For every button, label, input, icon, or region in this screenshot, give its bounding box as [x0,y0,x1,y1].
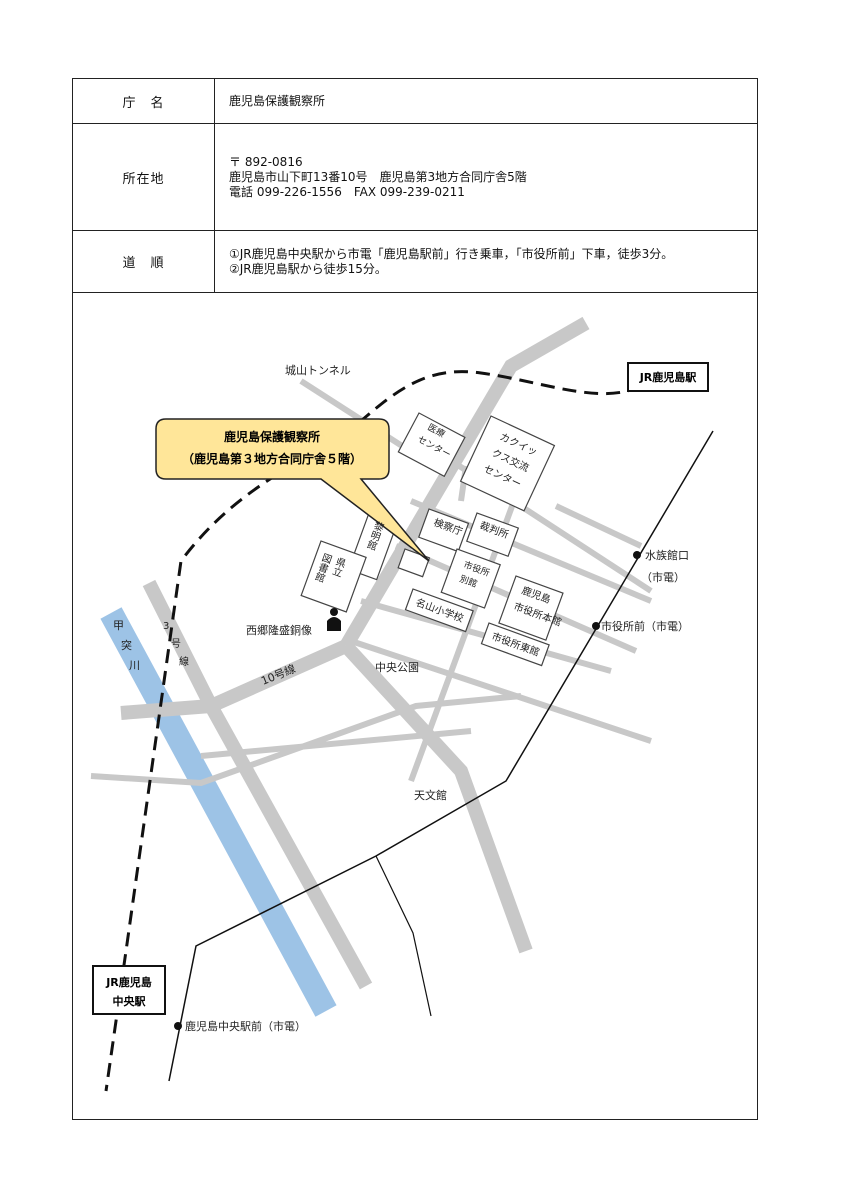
kakuikkusu-box [459,415,556,512]
medical-center-box [397,412,466,478]
office-building-box [397,548,431,578]
annex-box [440,548,501,609]
info-map-frame: 庁 名 鹿児島保護観察所 所在地 〒 892-0816 鹿児島市山下町13番10… [72,78,758,1120]
jr-railway [104,370,642,1092]
jr-chuo-label-2: 中央駅 [113,994,146,1008]
phone-fax: 電話 099-226-1556 FAX 099-239-0211 [229,184,465,199]
jr-chuo-label-1: JR鹿児島 [105,975,152,989]
city-hall-main-box [498,575,564,641]
chuo-park-label: 中央公園 [375,661,419,674]
main-road-north [339,316,590,650]
suizokukan-stop-sub-label: （市電） [641,570,685,584]
address-value: 〒 892-0816 鹿児島市山下町13番10号 鹿児島第3地方合同庁舎5階 電… [229,124,749,230]
callout-subtitle: （鹿児島第３地方合同庁舎５階） [182,451,362,466]
river-label-1: 甲 [113,619,124,632]
route-value: ①JR鹿児島中央駅から市電「鹿児島駅前」行き乗車，「市役所前」下車，徒歩3分。 … [229,231,749,292]
court-box [465,512,520,558]
jr-kagoshima-box [627,362,709,392]
road-f [350,638,652,744]
street-address: 鹿児島市山下町13番10号 鹿児島第3地方合同庁舎5階 [229,169,527,184]
route-row: 道 順 ①JR鹿児島中央駅から市電「鹿児島駅前」行き乗車，「市役所前」下車，徒歩… [73,231,757,293]
office-name-row: 庁 名 鹿児島保護観察所 [73,79,757,124]
jr-kagoshima-label: JR鹿児島駅 [639,370,697,384]
river-label-2: 突 [121,638,132,652]
office-name-text: 鹿児島保護観察所 [229,93,326,108]
main-roads [120,316,590,990]
jr-chuo-box [92,965,166,1015]
route10-label: 10号線 [259,661,298,687]
main-road-south [340,641,533,954]
route3-label-2: 号 [171,638,181,650]
route3-label-3: 線 [179,655,189,668]
library-box [300,540,367,613]
person-statue-icon [327,608,341,631]
meizan-school-box [404,588,474,633]
chuo-stop-marker [174,1022,182,1030]
tenmonkan-label: 天文館 [414,788,447,802]
office-name-value: 鹿児島保護観察所 [229,79,749,123]
suizokukan-stop-marker [633,551,641,559]
tram-branch [375,855,432,1017]
shiyakusho-stop-marker [592,622,600,630]
tunnel-label: 城山トンネル [285,364,351,377]
route-3 [142,579,373,990]
suizokukan-stop-label: 水族館口 [645,548,689,562]
postal-code: 〒 892-0816 [229,154,303,169]
callout-title: 鹿児島保護観察所 [224,429,320,444]
chuo-stop-label: 鹿児島中央駅前（市電） [185,1019,306,1033]
route-10-west [120,699,212,720]
river-label-3: 川 [129,659,140,672]
route-line-2: ②JR鹿児島駅から徒歩15分。 [229,261,387,276]
access-map: 鹿児島保護観察所 （鹿児島第３地方合同庁舎５階） JR鹿児島駅 JR鹿児島 中央… [90,316,714,1092]
city-hall-east-box [480,622,550,667]
address-row: 所在地 〒 892-0816 鹿児島市山下町13番10号 鹿児島第3地方合同庁舎… [73,124,757,231]
kotsuki-river [100,607,337,1017]
saigo-statue-label: 西郷隆盛銅像 [246,623,312,637]
address-label: 所在地 [73,124,215,230]
shiyakusho-stop-label: 市役所前（市電） [601,619,689,633]
route3-label-1: 3 [163,621,169,632]
office-name-label: 庁 名 [73,79,215,123]
buildings [300,412,564,667]
road-g [554,503,643,549]
route-10 [208,639,349,713]
route-line-1: ①JR鹿児島中央駅から市電「鹿児島駅前」行き乗車，「市役所前」下車，徒歩3分。 [229,246,674,261]
prosecutor-box [417,508,470,553]
route-label: 道 順 [73,231,215,292]
office-callout [155,418,430,562]
